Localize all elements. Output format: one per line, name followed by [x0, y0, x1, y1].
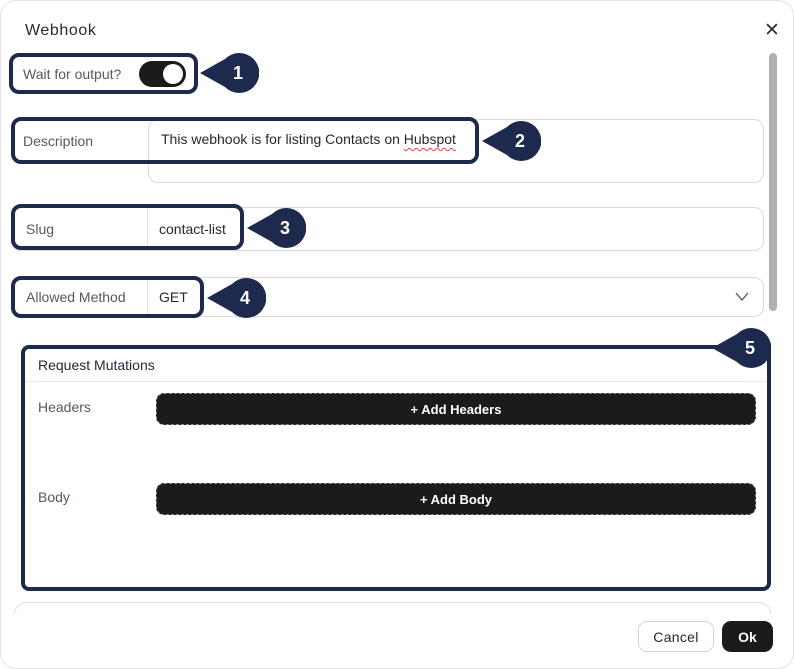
slug-value: contact-list — [159, 221, 226, 237]
chevron-down-icon — [735, 288, 749, 306]
callout-pin-icon — [207, 278, 266, 318]
allowed-method-label: Allowed Method — [26, 289, 126, 305]
callout-pin-icon — [712, 328, 771, 368]
callout-number: 4 — [240, 288, 250, 308]
slug-label: Slug — [26, 221, 55, 237]
body-label: Body — [38, 489, 70, 505]
wait-for-output-row: Wait for output? — [9, 53, 198, 94]
callout-number: 2 — [515, 131, 525, 151]
callout-number: 1 — [233, 63, 243, 83]
dialog-title: Webhook — [25, 22, 97, 39]
wait-for-output-toggle[interactable] — [139, 60, 186, 87]
callout-number: 3 — [280, 218, 290, 238]
section-divider — [25, 381, 767, 382]
vertical-scrollbar-thumb[interactable] — [769, 53, 777, 311]
ok-button[interactable]: Ok — [722, 621, 773, 652]
allowed-method-select[interactable]: Allowed Method GET — [11, 277, 764, 317]
callout-2: 2 — [481, 120, 541, 162]
toggle-knob-icon — [163, 63, 183, 84]
callout-pin-icon — [482, 121, 541, 161]
callout-pin-icon — [247, 208, 306, 248]
wait-for-output-label: Wait for output? — [23, 65, 122, 82]
next-section-cutoff — [14, 602, 771, 614]
allowed-method-label-cell: Allowed Method — [12, 278, 148, 316]
callout-pin-icon — [200, 53, 259, 93]
description-text: This webhook is for listing Contacts on — [161, 131, 404, 147]
callout-5: 5 — [711, 327, 771, 369]
request-mutations-title: Request Mutations — [38, 357, 155, 373]
add-body-button[interactable]: + Add Body — [156, 483, 756, 515]
allowed-method-value-cell[interactable]: GET — [148, 278, 763, 316]
request-mutations-section: Request Mutations Headers + Add Headers … — [21, 345, 771, 591]
callout-4: 4 — [206, 277, 266, 319]
cancel-button[interactable]: Cancel — [638, 621, 714, 652]
description-textarea[interactable]: This webhook is for listing Contacts on … — [148, 119, 764, 183]
add-headers-button[interactable]: + Add Headers — [156, 393, 756, 425]
slug-field[interactable]: Slug contact-list — [11, 207, 764, 251]
allowed-method-value: GET — [159, 289, 188, 305]
description-label: Description — [23, 133, 94, 149]
slug-label-cell: Slug — [12, 208, 148, 250]
slug-value-cell[interactable]: contact-list — [148, 208, 763, 250]
headers-label: Headers — [38, 399, 91, 415]
close-icon[interactable]: ✕ — [757, 15, 787, 45]
description-misspelled-word: Hubspot — [403, 131, 456, 147]
callout-3: 3 — [246, 207, 306, 249]
callout-number: 5 — [745, 338, 755, 358]
callout-1: 1 — [199, 52, 259, 94]
